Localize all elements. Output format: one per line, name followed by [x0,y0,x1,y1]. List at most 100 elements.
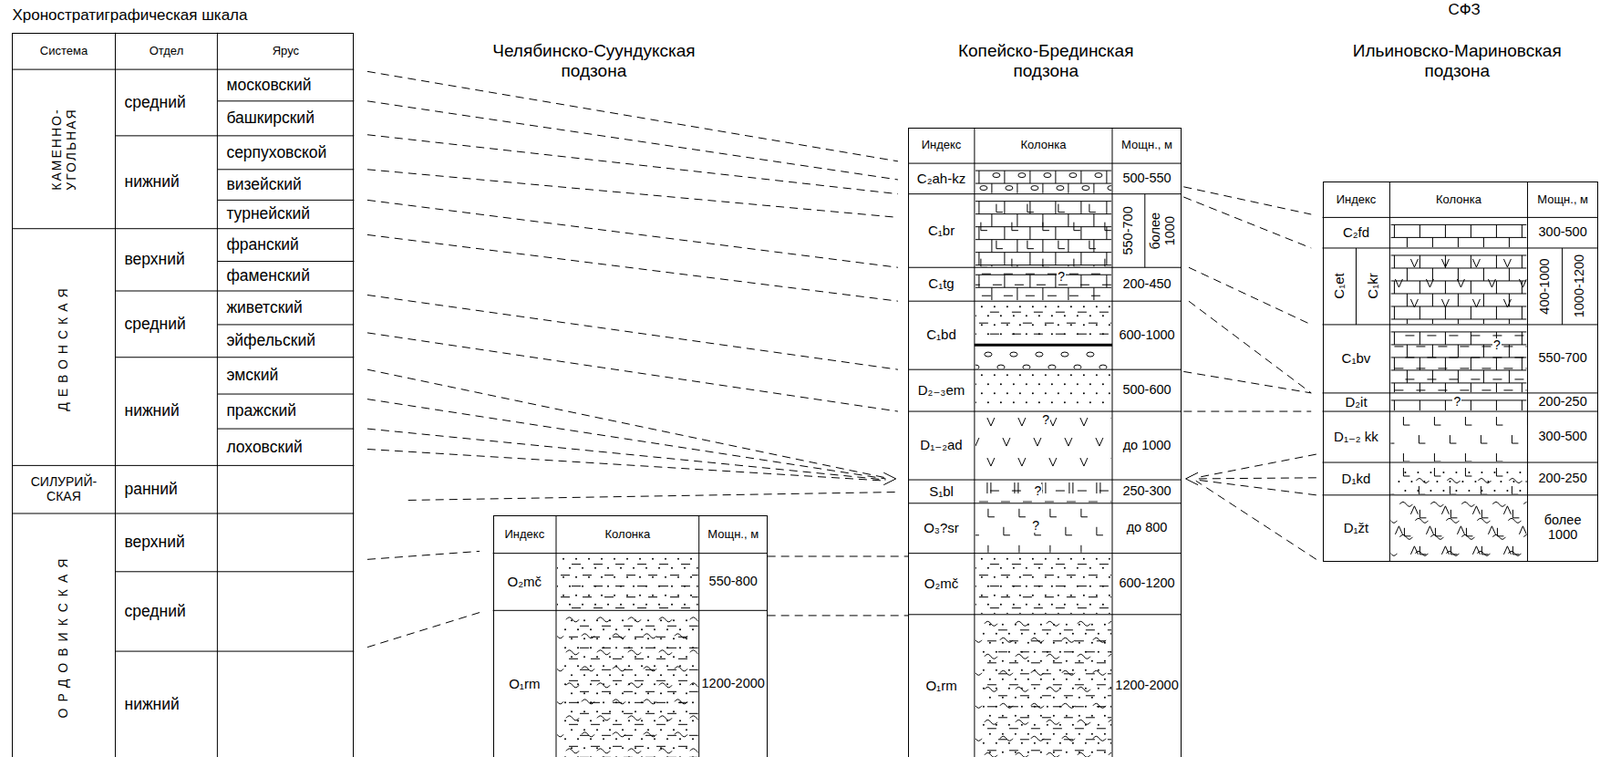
lithology-dot [1033,723,1036,726]
lithology-dot [1091,696,1094,699]
lithology-dot [1059,687,1062,690]
lithology-dot [1108,392,1111,394]
lithology-dot [1012,401,1015,403]
lithology-symbol [1077,490,1087,492]
lithology-symbol [1018,457,1026,466]
lithology-symbol [1470,357,1472,371]
lithology-dot [980,576,983,579]
thickness-value: 200-450 [1112,267,1182,301]
cell-text: O₃?sr [923,520,960,537]
lithology-dot [1012,382,1015,385]
lithology-symbol [579,691,589,692]
lithology-dot [600,576,603,579]
lithology-dot [1052,732,1055,735]
lithology-symbol [1518,526,1527,535]
lithology-dot [993,305,996,308]
lithology-symbol [1445,224,1446,238]
lithology-dot [1095,576,1098,579]
lithology-dot [568,585,571,588]
lithology-symbol [1055,585,1065,587]
lithology-dot [1078,696,1081,699]
lithology-symbol [1011,333,1022,335]
lithology-symbol [1099,585,1109,587]
lithology-fill [975,508,1112,553]
lithology-dot [982,650,985,653]
lithology-symbol [1108,719,1112,724]
lithology-symbol [667,734,677,736]
lithology-dot [577,755,579,757]
lithology-dot [1397,480,1400,483]
lithology-dot [607,603,610,606]
correlation-line [367,369,887,478]
lithology-symbol [1044,322,1054,324]
lithology-dot [570,710,573,713]
lithology-symbol [1067,214,1069,228]
lithology-dot [1044,557,1047,560]
lithology-dot [1059,650,1062,653]
lithology-symbol [1003,170,1005,184]
lithology-symbol [568,723,579,725]
lithology-dot [1076,332,1079,335]
lithology-dot [1065,732,1068,735]
cell-text: средний [123,315,186,333]
cell-text: более 1000 [1148,196,1178,267]
lithology-symbol [579,734,589,736]
lithology-symbol [1415,367,1425,369]
lithology-symbol [1047,273,1057,275]
lithology-symbol [615,585,625,587]
lithology-dot [691,646,694,649]
lithology-dot [1033,742,1036,744]
cell-text: СФЗ [1447,1,1480,20]
lithology-symbol [656,745,666,747]
grid-line [1322,494,1599,496]
thickness-value: более 1000 [1145,194,1182,269]
lithology-dot [621,710,624,713]
lithology-dot [1033,705,1036,708]
cell-text: D₁žt [1343,520,1370,537]
lithology-symbol [1081,545,1088,553]
lithology-symbol [597,682,610,688]
lithology-symbol [1029,170,1031,184]
lithology-symbol [1055,563,1065,565]
lithology-symbol [681,585,691,587]
lithology-dot [1057,305,1060,308]
lithology-dot [1097,742,1100,744]
lithology-symbol [623,691,633,692]
lithology-dot [653,755,656,757]
lithology-symbol [990,311,1000,313]
lithology-dot [1014,678,1017,681]
lithology-symbol [1406,268,1408,281]
lithology-symbol [1009,640,1019,641]
lithology-symbol [1022,501,1033,503]
lithology-dot [1057,594,1060,597]
lithology-dot [685,728,688,731]
lithology-symbol [590,680,600,682]
lithology-dot [1000,401,1002,403]
lithology-symbol [1525,389,1527,391]
lithology-symbol [1496,255,1497,269]
header-cell: Мощн., м [1527,181,1599,217]
lithology-symbol [979,596,989,598]
lithology-dot [1046,687,1049,690]
lithology-dot [666,755,669,757]
lithology-dot [1095,305,1098,308]
lithology-symbol [990,563,1000,565]
lithology-dot [672,710,675,713]
lithology-symbol [557,666,564,671]
lithology-symbol [582,574,592,576]
lithology-symbol [643,633,657,639]
cell-text: C₁tg [928,276,954,292]
lithology-dot [1072,687,1074,690]
lithology-symbol [568,701,579,703]
lithology-fill [557,617,699,757]
lithology-dot [1006,612,1009,614]
lithology-dot [1108,557,1111,560]
lithology-dot [1095,557,1098,560]
lithology-dot [1008,705,1011,708]
grid-line [1111,127,1113,757]
lithology-symbol [689,734,699,736]
lithology-dot [1046,723,1049,726]
lithology-dot [568,567,571,569]
lithology-dot [1019,392,1022,394]
lithology-dot [564,755,567,757]
